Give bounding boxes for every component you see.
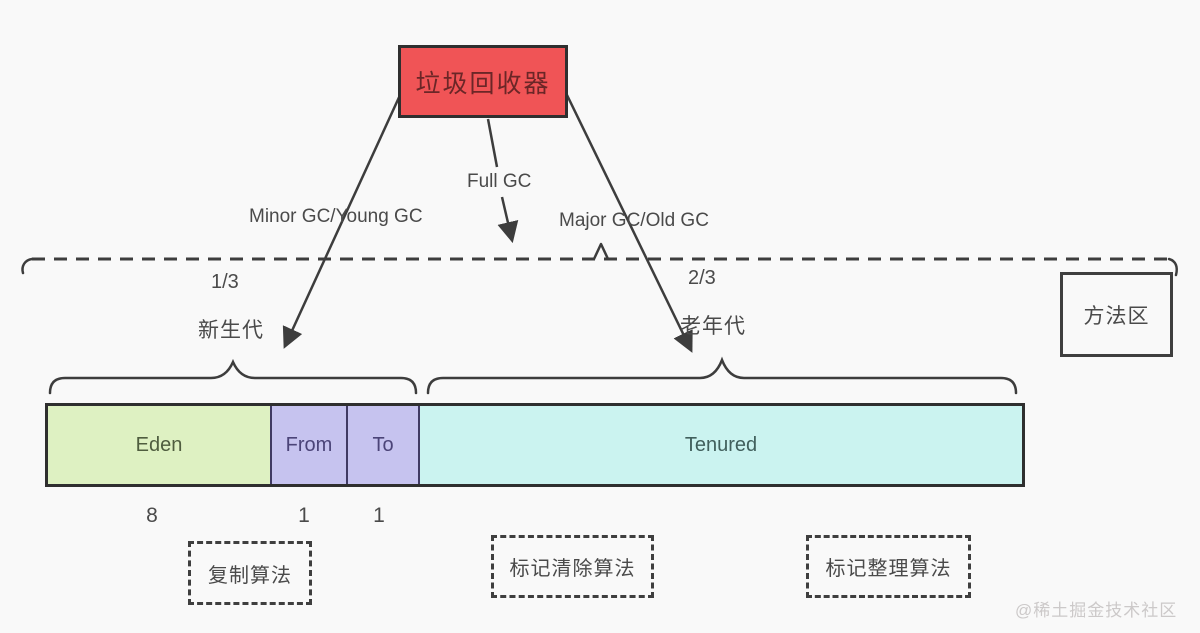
heap-pointer-caret xyxy=(592,242,610,261)
young-gen-label: 新生代 xyxy=(198,319,264,342)
old-gen-label: 老年代 xyxy=(680,315,746,338)
algo-box-copy: 复制算法 xyxy=(188,541,312,605)
region-tenured-label: Tenured xyxy=(684,433,758,456)
algo-mark-compact-label: 标记整理算法 xyxy=(825,558,952,580)
region-from: From xyxy=(272,406,348,484)
full-gc-arrow-upper xyxy=(486,118,499,168)
old-gen-brace xyxy=(426,356,1018,395)
region-eden-label: Eden xyxy=(135,433,183,456)
watermark: @稀土掘金技术社区 xyxy=(1015,601,1178,620)
garbage-collector-label: 垃圾回收器 xyxy=(415,69,551,98)
algo-mark-sweep-label: 标记清除算法 xyxy=(509,558,636,580)
full-gc-arrow-lower xyxy=(497,196,519,244)
region-eden: Eden xyxy=(48,406,272,484)
dashed-line-left-hook xyxy=(21,257,34,275)
young-gen-fraction-label: 1/3 xyxy=(211,271,239,293)
full-gc-label: Full GC xyxy=(467,171,532,192)
ratio-label-to: 1 xyxy=(373,504,385,527)
algo-copy-label: 复制算法 xyxy=(208,564,292,587)
ratio-label-from: 1 xyxy=(298,504,310,527)
young-gen-brace xyxy=(48,358,418,395)
ratio-label-eden: 8 xyxy=(146,504,158,527)
heap-bar: Eden From To Tenured xyxy=(45,403,1025,487)
garbage-collector-box: 垃圾回收器 xyxy=(398,45,568,118)
region-to: To xyxy=(348,406,420,484)
minor-gc-label: Minor GC/Young GC xyxy=(249,206,423,227)
method-area-box: 方法区 xyxy=(1060,272,1173,357)
region-from-label: From xyxy=(285,433,333,456)
method-area-label: 方法区 xyxy=(1083,304,1150,328)
algo-box-mark-compact: 标记整理算法 xyxy=(806,535,971,598)
old-gen-fraction-label: 2/3 xyxy=(688,267,716,289)
region-to-label: To xyxy=(372,433,394,456)
major-gc-label: Major GC/Old GC xyxy=(559,210,709,231)
algo-box-mark-sweep: 标记清除算法 xyxy=(491,535,654,598)
region-tenured: Tenured xyxy=(420,406,1022,484)
